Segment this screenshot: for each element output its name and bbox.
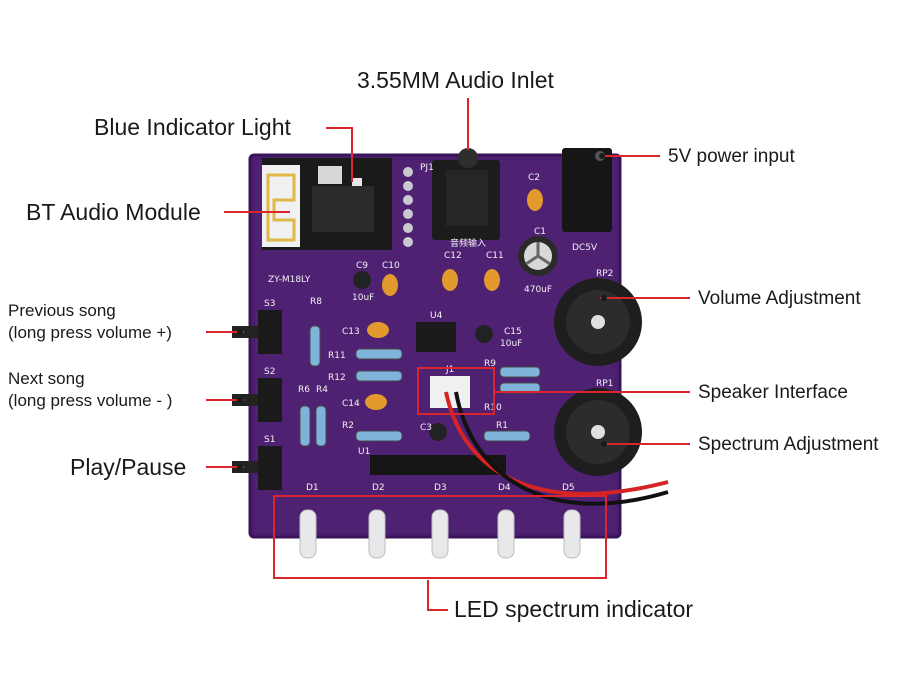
silk-r1: R1 [496, 421, 508, 431]
silk-r9: R9 [484, 359, 496, 369]
silk-c11: C11 [486, 251, 504, 261]
silk-r4: R4 [316, 385, 328, 395]
label-power-input: 5V power input [668, 146, 795, 167]
silk-r8: R8 [310, 297, 322, 307]
silk-s3: S3 [264, 299, 275, 309]
silk-c1-val: 470uF [524, 285, 552, 295]
silk-r11: R11 [328, 351, 346, 361]
power-jack [562, 148, 612, 232]
label-next-song: Next song [8, 369, 85, 388]
callout-dots [237, 153, 607, 470]
connector-u1 [370, 455, 506, 475]
silk-r12: R12 [328, 373, 346, 383]
silk-c15: C15 [504, 327, 522, 337]
silk-r2: R2 [342, 421, 354, 431]
header-pins [403, 167, 413, 247]
silk-dc: DC5V [572, 243, 598, 253]
label-bt-module: BT Audio Module [26, 199, 201, 225]
silk-d2: D2 [372, 483, 385, 493]
bt-module [262, 158, 392, 250]
silk-board-name: ZY-M18LY [268, 275, 311, 285]
silk-d4: D4 [498, 483, 511, 493]
label-play-pause: Play/Pause [70, 454, 187, 480]
silk-c10: C10 [382, 261, 400, 271]
silk-c2: C2 [528, 173, 540, 183]
silk-c13: C13 [342, 327, 360, 337]
label-led-spectrum: LED spectrum indicator [454, 596, 694, 622]
label-volume-adjustment: Volume Adjustment [698, 288, 861, 309]
small-electrolytics [353, 271, 493, 441]
potentiometer-rp2 [554, 278, 642, 366]
resistors [299, 325, 541, 447]
led-row [299, 509, 581, 559]
silk-pj1: PJ1 [420, 163, 434, 173]
silk-c3: C3 [420, 423, 432, 433]
label-audio-inlet: 3.55MM Audio Inlet [357, 67, 554, 93]
silk-c12: C12 [444, 251, 462, 261]
silk-rp1: RP1 [596, 379, 613, 389]
silk-rp2: RP2 [596, 269, 613, 279]
led-callout-box [273, 495, 607, 579]
silk-r6: R6 [298, 385, 310, 395]
label-blue-indicator: Blue Indicator Light [94, 114, 291, 140]
silk-r10: R10 [484, 403, 502, 413]
silk-d1: D1 [306, 483, 319, 493]
silk-s1: S1 [264, 435, 275, 445]
label-next-song-hint: (long press volume - ) [8, 391, 173, 410]
silk-u1: U1 [358, 447, 370, 457]
silk-audio-cn: 音频输入 [450, 237, 486, 249]
speaker-wire-black [454, 391, 669, 506]
capacitor-c1 [518, 236, 558, 276]
silk-c14: C14 [342, 399, 360, 409]
potentiometer-rp1 [554, 388, 642, 476]
label-spectrum-adjustment: Spectrum Adjustment [698, 434, 879, 455]
audio-jack [432, 148, 500, 240]
push-buttons [232, 310, 282, 490]
label-speaker-interface: Speaker Interface [698, 382, 848, 403]
silk-u4: U4 [430, 311, 443, 321]
silk-d3: D3 [434, 483, 447, 493]
silk-s2: S2 [264, 367, 275, 377]
label-previous-song-hint: (long press volume +) [8, 323, 172, 342]
silk-d5: D5 [562, 483, 575, 493]
silk-c9: C9 [356, 261, 368, 271]
silk-j1: J1 [445, 365, 454, 375]
silk-c9-val: 10uF [352, 293, 374, 303]
silk-c1: C1 [534, 227, 546, 237]
label-previous-song: Previous song [8, 301, 116, 320]
silk-c15-val: 10uF [500, 339, 522, 349]
ic-u4 [416, 322, 456, 352]
ceramic-capacitors [365, 189, 543, 410]
